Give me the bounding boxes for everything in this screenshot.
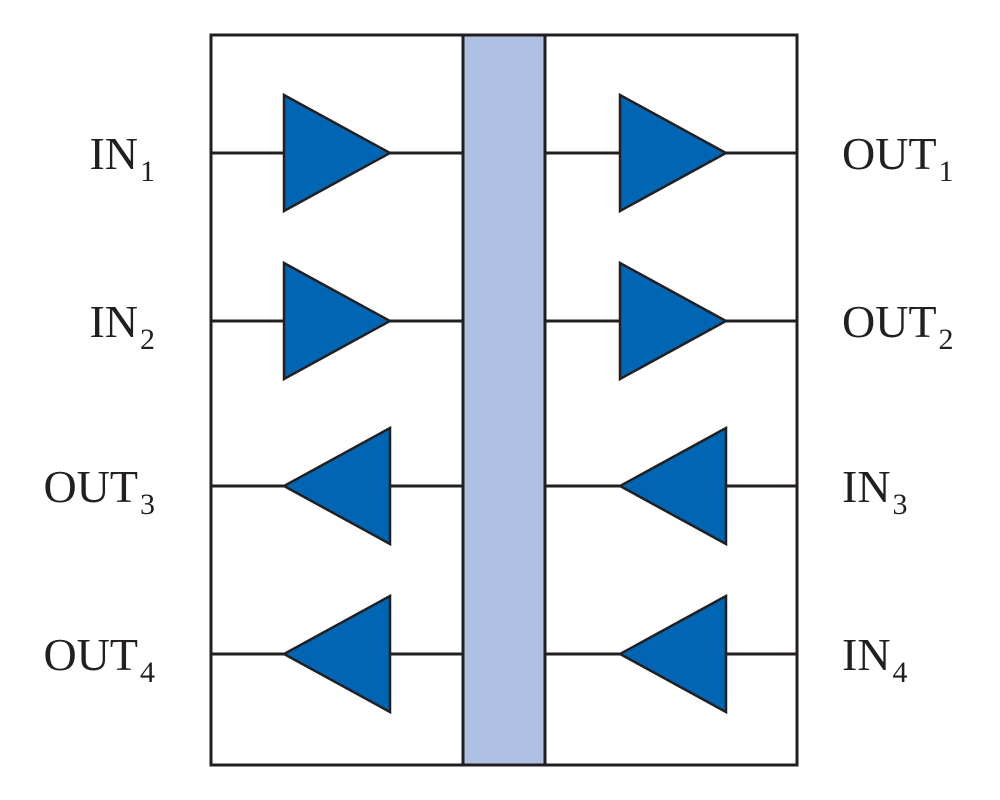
amplifier-right-2 xyxy=(618,260,729,382)
amplifier-right-4 xyxy=(617,593,728,715)
amplifier-left-3 xyxy=(281,425,392,547)
outer-frame xyxy=(209,33,799,767)
amplifier-left-2 xyxy=(282,260,393,382)
center-bus-bar xyxy=(461,33,547,767)
amplifier-right-3 xyxy=(617,425,728,547)
right-label-1: OUT1 xyxy=(842,128,954,188)
right-label-3: IN3 xyxy=(842,461,908,521)
left-label-2: IN2 xyxy=(89,296,155,356)
amplifier-left-1 xyxy=(282,92,393,214)
right-label-2: OUT2 xyxy=(842,296,954,356)
left-label-1: IN1 xyxy=(89,128,155,188)
left-label-4: OUT4 xyxy=(43,629,155,689)
amplifier-left-4 xyxy=(281,593,392,715)
amplifier-right-1 xyxy=(618,92,729,214)
left-label-3: OUT3 xyxy=(43,461,155,521)
right-label-4: IN4 xyxy=(842,629,908,689)
